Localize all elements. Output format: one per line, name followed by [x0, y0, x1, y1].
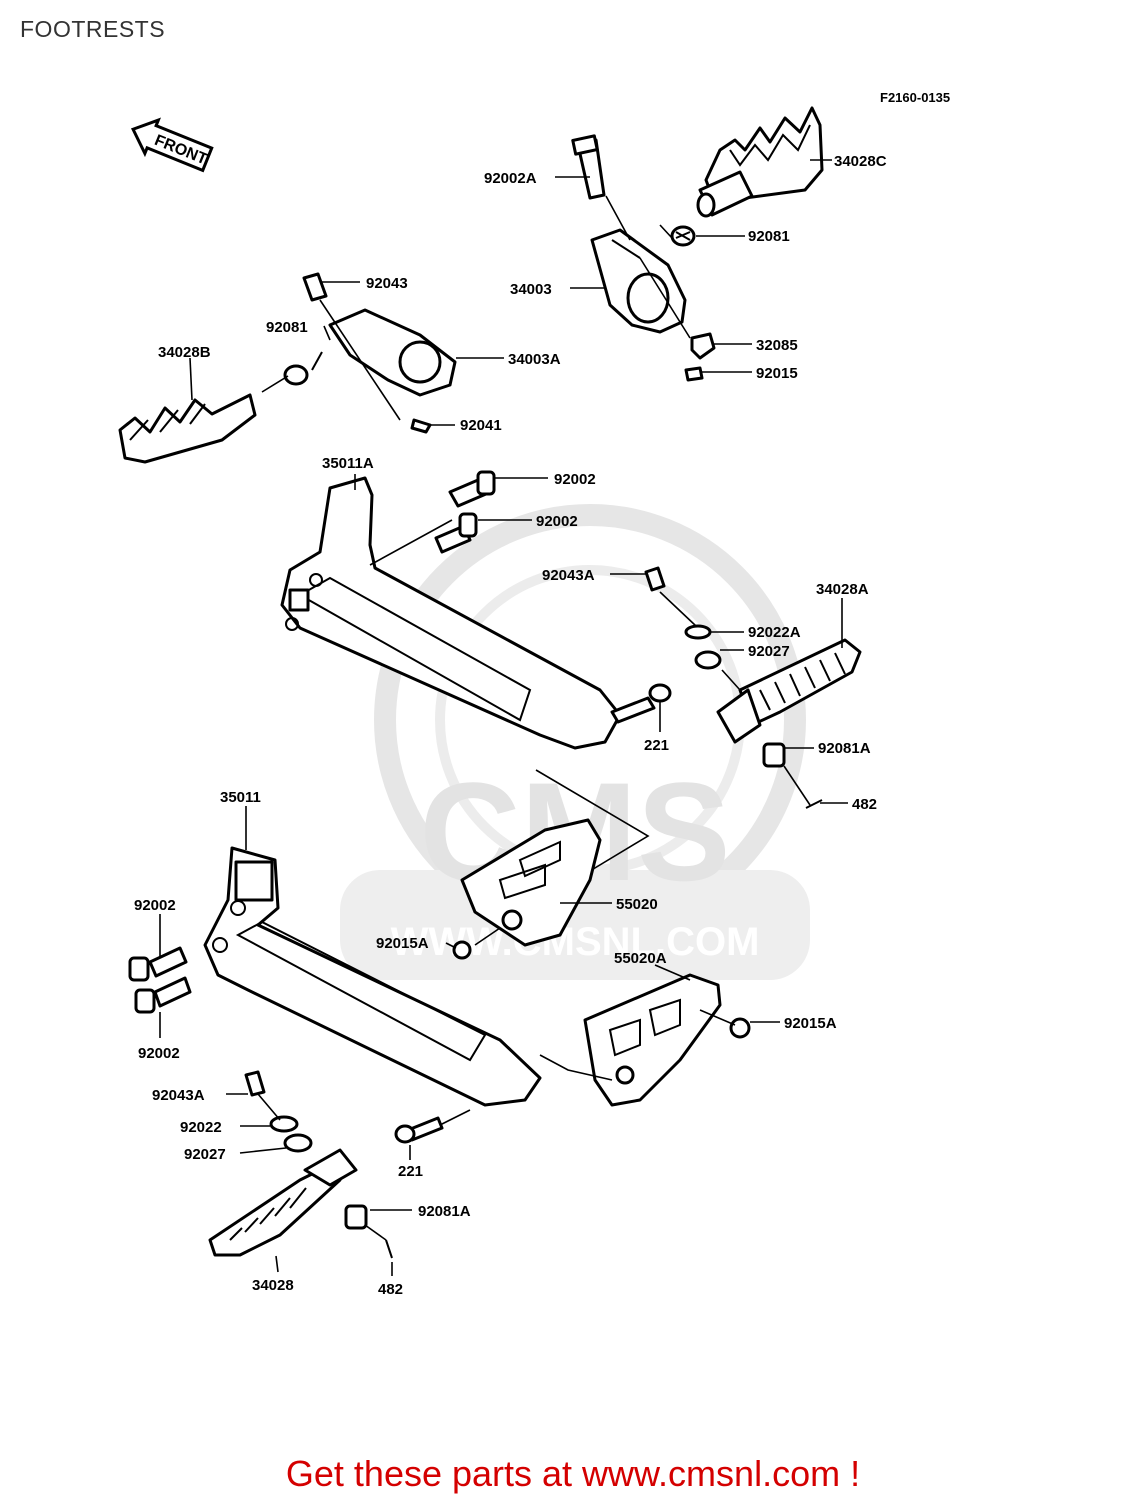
callout-92015: 92015 — [756, 365, 798, 382]
callout-92002-a: 92002 — [554, 471, 596, 488]
pin-92043 — [302, 272, 328, 302]
spring-92081A-l — [344, 1204, 368, 1230]
callout-34028B: 34028B — [158, 344, 211, 361]
callout-482-l: 482 — [378, 1281, 403, 1298]
callout-92027-l: 92027 — [184, 1146, 226, 1163]
callout-35011A: 35011A — [322, 455, 374, 472]
pin-92043A-r — [644, 566, 666, 592]
callout-34028: 34028 — [252, 1277, 294, 1294]
bolt-92002-a — [448, 470, 496, 508]
footer-link[interactable]: Get these parts at www.cmsnl.com ! — [285, 1453, 861, 1494]
callout-34003: 34003 — [510, 281, 552, 298]
callout-92015A-l: 92015A — [376, 935, 429, 952]
washer-92022A — [684, 624, 712, 640]
callout-92022: 92022 — [180, 1119, 222, 1136]
callout-92081-left: 92081 — [266, 319, 308, 336]
footpeg-34028C — [696, 106, 824, 218]
callout-92081A-l: 92081A — [418, 1203, 471, 1220]
heel-guard-55020A — [583, 973, 722, 1107]
pin-482-r — [805, 799, 823, 809]
bolt-92002-c — [128, 946, 188, 982]
callout-482-r: 482 — [852, 796, 877, 813]
page-title: FOOTRESTS — [20, 16, 166, 42]
callout-92027-r: 92027 — [748, 643, 790, 660]
bolt-92002-d — [134, 976, 192, 1014]
callout-92002A: 92002A — [484, 170, 537, 187]
washer-92027-l — [283, 1133, 313, 1153]
callout-labels: 34028C 92002A 92081 34003 32085 92015 92… — [134, 153, 887, 1298]
callout-92022A: 92022A — [748, 624, 801, 641]
callout-55020: 55020 — [616, 896, 658, 913]
heel-guard-55020 — [460, 818, 602, 947]
callout-92002-c: 92002 — [134, 897, 176, 914]
footpeg-34028 — [208, 1148, 358, 1257]
spring-92081-top — [670, 225, 696, 247]
callout-92015A-r: 92015A — [784, 1015, 837, 1032]
callout-32085: 32085 — [756, 337, 798, 354]
callout-92081A-r: 92081A — [818, 740, 871, 757]
callout-92041: 92041 — [460, 417, 502, 434]
callout-92043A-r: 92043A — [542, 567, 595, 584]
leader-lines — [159, 159, 848, 1276]
pin-92015 — [684, 366, 704, 382]
diagram-code: F2160-0135 — [880, 90, 951, 105]
callout-92043A-l: 92043A — [152, 1087, 205, 1104]
callout-221-l: 221 — [398, 1163, 423, 1180]
pin-92043A-l — [244, 1070, 266, 1097]
nut-92015A-r — [729, 1017, 751, 1039]
bracket-34003 — [590, 228, 687, 334]
nut-92015A-l — [452, 940, 472, 960]
footpeg-34028B — [118, 393, 257, 464]
callout-34028C: 34028C — [834, 153, 887, 170]
cotter-pin-92041 — [410, 418, 432, 434]
step-bracket-35011A — [280, 476, 622, 750]
callout-34028A: 34028A — [816, 581, 869, 598]
step-bracket-35011 — [203, 846, 542, 1107]
callout-35011: 35011 — [220, 789, 261, 806]
bolt-221-r — [610, 683, 672, 724]
washer-92022 — [269, 1115, 299, 1133]
callout-221-r: 221 — [644, 737, 669, 754]
callout-92002-b: 92002 — [536, 513, 578, 530]
bolt-92002A — [571, 134, 606, 200]
washer-92027-r — [694, 650, 722, 670]
callout-34003A: 34003A — [508, 351, 561, 368]
footpeg-34028A — [716, 638, 862, 744]
watermark-url: WWW.CMSNL.COM — [391, 920, 760, 964]
front-arrow-icon: FRONT — [130, 117, 214, 173]
parts-diagram: CMS WWW.CMSNL.COM FRONT — [118, 106, 887, 1298]
callout-92081-top: 92081 — [748, 228, 790, 245]
callout-55020A: 55020A — [614, 950, 667, 967]
spring-92081A-r — [762, 742, 786, 768]
spring-92081-left — [283, 351, 323, 386]
bolt-221-l — [394, 1116, 444, 1144]
clip-32085 — [690, 332, 716, 360]
pin-482-l — [385, 1239, 393, 1259]
bolt-92002-b — [434, 512, 478, 554]
bracket-34003A — [328, 308, 457, 397]
callout-92043: 92043 — [366, 275, 408, 292]
callout-92002-d: 92002 — [138, 1045, 180, 1062]
